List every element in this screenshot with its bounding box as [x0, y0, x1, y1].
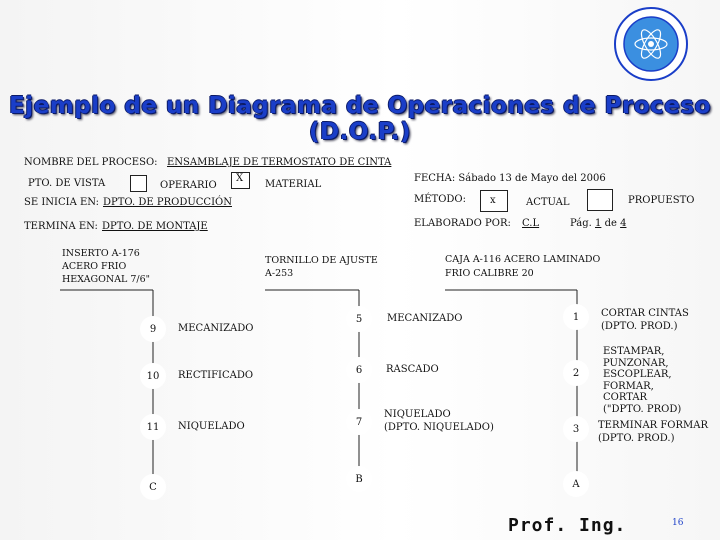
- material-label: MATERIAL: [265, 179, 322, 190]
- operation-circle: 10: [140, 363, 166, 389]
- material-2: TORNILLO DE AJUSTE A-253: [265, 254, 378, 280]
- material-1-line: HEXAGONAL 7/6": [62, 274, 151, 285]
- fecha-text: FECHA: Sábado 13 de Mayo del 2006: [414, 173, 606, 184]
- page-number: 1: [595, 218, 602, 229]
- operation-circle: 3: [563, 416, 589, 442]
- operation-label: MECANIZADO: [178, 323, 254, 334]
- material-1-line: ACERO FRIO: [62, 261, 127, 272]
- elaborado-label: ELABORADO POR:: [414, 218, 511, 229]
- operation-circle: 11: [140, 414, 166, 440]
- footer-text: Prof. Ing.: [508, 515, 627, 536]
- propuesto-label: PROPUESTO: [628, 195, 695, 206]
- actual-label: ACTUAL: [526, 197, 570, 208]
- operation-label: RASCADO: [386, 364, 439, 375]
- process-name-label: NOMBRE DEL PROCESO:: [24, 157, 158, 168]
- operation-label: CORTAR CINTAS (DPTO. PROD.): [601, 308, 689, 332]
- pto-vista-box: [130, 175, 147, 192]
- inicia-label: SE INICIA EN:: [24, 197, 100, 208]
- material-3-line: FRIO CALIBRE 20: [445, 268, 534, 279]
- termina-value: DPTO. DE MONTAJE: [102, 221, 208, 232]
- propuesto-box: [587, 189, 613, 211]
- operation-circle: 7: [346, 409, 372, 435]
- process-name-value: ENSAMBLAJE DE TERMOSTATO DE CINTA: [167, 157, 392, 168]
- elaborado-value: C.L: [522, 218, 540, 229]
- page-de: de: [604, 218, 617, 229]
- operation-label: ESTAMPAR, PUNZONAR, ESCOPLEAR, FORMAR, C…: [603, 346, 682, 415]
- operation-circle: 1: [563, 304, 589, 330]
- material-1-line: INSERTO A-176: [62, 248, 140, 259]
- operation-label: MECANIZADO: [387, 313, 463, 324]
- material-3-line: CAJA A-116 ACERO LAMINADO: [445, 254, 601, 265]
- operario-box: X: [231, 172, 250, 189]
- metodo-mark: x: [490, 195, 496, 206]
- metodo-box: x: [480, 190, 508, 212]
- operation-circle: 6: [346, 357, 372, 383]
- operation-label: NIQUELADO (DPTO. NIQUELADO): [384, 409, 494, 433]
- operation-label: TERMINAR FORMAR (DPTO. PROD.): [598, 420, 709, 444]
- material-1: INSERTO A-176 ACERO FRIO HEXAGONAL 7/6": [62, 247, 150, 286]
- page-label: Pág.: [570, 218, 592, 229]
- material-3: CAJA A-116 ACERO LAMINADO FRIO CALIBRE 2…: [445, 253, 600, 281]
- assembly-circle: C: [140, 474, 166, 500]
- university-seal-logo: [614, 7, 688, 81]
- termina-label: TERMINA EN:: [24, 221, 98, 232]
- material-2-line: A-253: [265, 268, 294, 279]
- operario-label: OPERARIO: [160, 180, 217, 191]
- material-2-line: TORNILLO DE AJUSTE: [265, 255, 378, 266]
- operation-circle: 9: [140, 316, 166, 342]
- operation-label: NIQUELADO: [178, 421, 245, 432]
- page-indicator: Pág. 1 de 4: [570, 218, 626, 229]
- inicia-value: DPTO. DE PRODUCCIÓN: [103, 197, 232, 208]
- slide-number: 16: [672, 518, 684, 528]
- page-total: 4: [620, 218, 627, 229]
- operario-mark: X: [236, 173, 244, 184]
- operation-circle: 2: [563, 360, 589, 386]
- assembly-circle: B: [346, 466, 372, 492]
- operation-circle: 5: [346, 306, 372, 332]
- slide-title: Ejemplo de un Diagrama de Operaciones de…: [9, 93, 711, 145]
- operation-label: RECTIFICADO: [178, 370, 254, 381]
- metodo-label: MÉTODO:: [414, 194, 466, 205]
- assembly-circle: A: [563, 471, 589, 497]
- pto-vista-label: PTO. DE VISTA: [28, 178, 106, 189]
